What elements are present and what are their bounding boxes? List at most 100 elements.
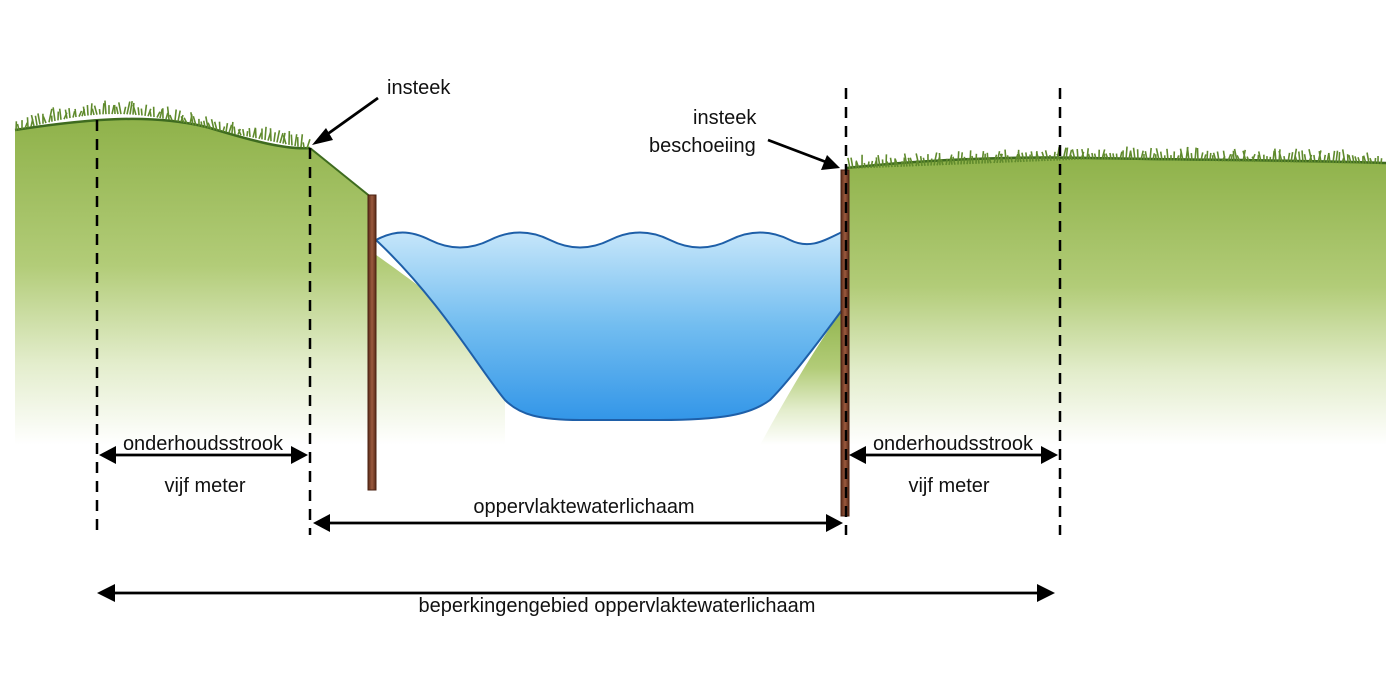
grass-blade [213,121,218,131]
grass-blade [945,158,949,166]
grass-blade [1190,152,1193,161]
grass-blade [74,108,77,118]
grass-blade [190,112,194,126]
right-bank-soil [846,157,1386,445]
grass-blade [981,151,985,164]
grass-blade [37,113,41,125]
grass-blade [960,152,964,165]
grass-blade [1091,152,1094,160]
grass-blade [1065,147,1069,161]
grass-blade [971,155,974,165]
grass-blade [938,152,941,166]
grass-blade [218,121,221,132]
grass-blade [129,101,133,115]
grass-blade [132,104,137,116]
grass-blade [174,109,177,121]
grass-blade [300,134,304,148]
grass-blade [1076,148,1079,160]
grass-blade [16,123,20,131]
grass-blade [963,156,966,165]
grass-blade [986,152,989,164]
grass-blade [1070,154,1073,161]
grass-blade [957,151,960,165]
grass-blade [1004,149,1007,163]
grass-blade [1297,151,1301,163]
grass-blade [907,157,911,167]
grass-blade [126,101,131,115]
grass-blade [1278,150,1283,163]
grass-blade [228,124,233,134]
grass-blade [1362,155,1367,164]
grass-blade [948,154,953,166]
grass-blade [894,158,899,168]
grass-blade [1149,147,1152,161]
grass-blade [1338,152,1341,164]
grass-blade [1152,153,1156,161]
grass-blade [900,161,904,168]
grass-blade [1327,152,1331,164]
grass-blade [1194,147,1197,161]
grass-blade [870,160,874,169]
grass-blade [969,150,972,165]
right-slope-soil [760,305,846,445]
grass-blade [183,117,188,124]
grass-blade [1049,154,1052,161]
grass-blade [48,108,53,123]
grass-blade [269,128,272,142]
grass-blade [966,157,970,165]
grass-blade [988,157,992,164]
grass-blade [993,154,998,164]
grass-blade [91,108,95,116]
grass-blade [64,109,68,119]
grass-blade [93,105,98,115]
grass-blade [909,157,914,167]
grass-blade [1087,153,1091,160]
grass-blade [940,159,944,166]
grass-blade [82,106,86,116]
grass-blade [58,108,62,120]
grass-blade [855,160,860,169]
grass-blade [1242,150,1247,162]
grass-blade [1206,150,1209,162]
right-strip-label: onderhoudsstrook [873,433,1034,455]
grass-blade [950,157,953,165]
grass-blade [1301,150,1304,163]
grass-blade [78,110,83,117]
grass-blade [1144,151,1148,161]
grass-blade [149,111,152,117]
grass-blade [1246,156,1250,162]
grass-blade [180,115,185,124]
grass-blade [1357,157,1361,164]
grass-blade [930,158,933,166]
grass-blade [165,112,169,120]
grass-blade [231,121,234,134]
grass-blade [166,106,170,120]
grass-blade [1112,153,1115,160]
grass-blade [1251,156,1256,163]
grass-blade [1308,154,1313,163]
grass-blade [1006,155,1010,163]
water-body-width-arrow [313,514,843,532]
grass-blade [889,157,893,168]
grass-blade [222,126,226,132]
grass-blade [1303,154,1307,163]
grass-blade [1209,152,1212,162]
grass-blade [1290,152,1294,163]
grass-blade [1216,151,1220,162]
grass-blade [26,117,29,128]
right-strip-width-arrow [849,446,1058,464]
grass-blade [1294,155,1298,163]
grass-blade [302,142,305,148]
grass-blade [118,102,122,115]
grass-blade [850,157,854,169]
grass-blade [144,104,148,116]
grass-blade [30,114,35,127]
grass-blade [919,156,923,167]
grass-blade [282,135,287,145]
grass-blade [1227,153,1232,162]
grass-blade [1179,148,1184,161]
grass-blade [210,119,215,130]
grass-blade [1323,154,1327,164]
grass-blade [1062,147,1067,161]
grass-blade [1081,148,1085,160]
